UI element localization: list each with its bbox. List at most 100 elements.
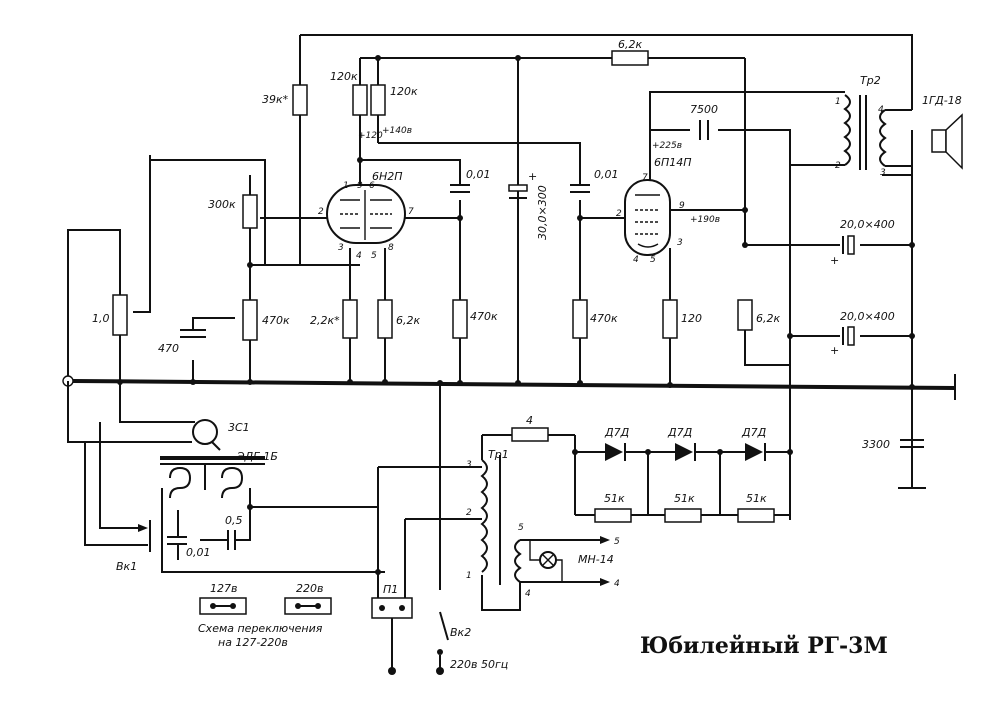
capacitor-470: [180, 329, 206, 338]
capacitor-7500: [699, 120, 709, 140]
capacitor-470-label: 470: [158, 342, 179, 355]
resistor-4-ohm-label: 4: [526, 414, 533, 427]
tr2-pin-4: 4: [878, 105, 884, 115]
resistor-6-2k-b-label: 6,2к: [756, 312, 780, 325]
tube-6n2p: [326, 184, 406, 244]
resistor-6-2k-b: [737, 299, 753, 331]
resistor-470k-b-label: 470к: [470, 310, 498, 323]
motor-section: [67, 381, 385, 573]
tube-6p14p-pin-4: 4: [633, 255, 639, 265]
capacitor-3300-label: 3300: [862, 438, 890, 451]
lamp-label: МН-14: [578, 553, 614, 566]
output-transformer: [843, 94, 912, 170]
svg-text:+: +: [830, 254, 839, 267]
resistor-6-2k-top-label: 6,2к: [618, 38, 642, 51]
rectifier: [574, 435, 790, 516]
resistor-6-2k-top: [611, 50, 649, 66]
tube-6n2p-pin-3: 3: [338, 243, 344, 253]
diode-c-icon: [745, 443, 763, 461]
tube-6n2p-label: 6Н2П: [372, 170, 403, 183]
tube-6n2p-pin-6: 6: [369, 181, 375, 191]
tube-6n2p-pin-9: 9: [357, 181, 363, 191]
potentiometer-470k: [242, 299, 258, 341]
resistor-120-label: 120: [681, 312, 702, 325]
top-wiring: [299, 34, 913, 520]
voltage-plus-190: +190в: [690, 215, 720, 225]
capacitor-20-400-a-label: 20,0×400: [840, 218, 895, 231]
resistor-39k: [292, 84, 308, 116]
diode-c-label: Д7Д: [741, 426, 767, 439]
tube-6p14p-pin-5: 5: [650, 255, 656, 265]
power-transformer: [377, 383, 610, 611]
resistor-6-2k-a: [377, 299, 393, 339]
motor-label: ЭДГ-1Б: [236, 450, 278, 463]
mains-supply-label: 220в 50гц: [450, 658, 508, 671]
svg-text:+: +: [528, 170, 537, 183]
speaker-icon: [931, 113, 963, 170]
resistor-120k-a: [352, 84, 368, 116]
resistor-51k-b: [664, 508, 702, 523]
option-220v-label: 220в: [296, 582, 323, 595]
resistor-120: [662, 299, 678, 339]
tr2-pin-2: 2: [835, 161, 841, 171]
resistor-300k-label: 300к: [208, 198, 236, 211]
speaker-label: 1ГД-18: [922, 94, 962, 107]
resistor-2-2k: [342, 299, 358, 339]
capacitor-30-300: +: [508, 170, 537, 199]
diode-a-label: Д7Д: [604, 426, 630, 439]
svg-text:+: +: [830, 344, 839, 357]
capacitor-20-400-b-label: 20,0×400: [840, 310, 895, 323]
tube-6n2p-pin-7: 7: [408, 207, 414, 217]
tube-6n2p-pin-8: 8: [388, 243, 394, 253]
tube-6n2p-pin-5: 5: [371, 251, 377, 261]
output-pin-4: 4: [614, 579, 620, 589]
voltage-plus-120: +120: [358, 131, 383, 141]
resistor-300k: [242, 194, 258, 229]
selector-caption-line-1: Схема переключения: [198, 622, 323, 635]
resistor-2-2k-label: 2,2к*: [310, 314, 340, 327]
output-transformer-label: Тр2: [860, 74, 881, 87]
capacitor-0-01-b: [570, 184, 590, 193]
capacitor-30-300-label: 30,0×300: [536, 185, 549, 240]
resistor-51k-a-label: 51к: [604, 492, 625, 505]
resistor-51k-c-label: 51к: [746, 492, 767, 505]
resistor-51k-a: [594, 508, 632, 523]
capacitor-3300: [898, 439, 926, 489]
potentiometer-1-0-label: 1,0: [92, 312, 110, 325]
selector-p1-label: П1: [383, 583, 398, 596]
capacitor-20-400-b: +: [830, 326, 855, 357]
tube-6p14p: [624, 179, 671, 256]
tube-6p14p-label: 6П14П: [654, 156, 692, 169]
input-section: [67, 155, 327, 382]
capacitor-0-01-c-label: 0,01: [186, 546, 211, 559]
motor-winding-label: 3С1: [228, 421, 250, 434]
motor-winding-icon: [192, 419, 218, 445]
switch-vk2-label: Вк2: [450, 626, 471, 639]
resistor-470k-b: [452, 299, 468, 339]
resistor-120k-b: [370, 84, 386, 116]
diode-a-icon: [605, 443, 623, 461]
diode-b-label: Д7Д: [667, 426, 693, 439]
selector-caption-line-2: на 127-220в: [218, 636, 288, 649]
tube-6n2p-pin-2: 2: [318, 207, 324, 217]
tr1-pin-4: 4: [525, 589, 531, 599]
selector-p1: [371, 597, 413, 619]
ground-bus: [62, 374, 956, 400]
tr2-pin-1: 1: [835, 97, 841, 107]
resistor-120k-a-label: 120к: [330, 70, 358, 83]
potentiometer-470k-label: 470к: [262, 314, 290, 327]
mains-selector: [199, 597, 449, 675]
tube-6n2p-pin-1: 1: [343, 181, 349, 191]
tube-6p14p-pin-7: 7: [642, 173, 648, 183]
voltage-plus-225: +225в: [652, 141, 682, 151]
switch-vk2-icon: [439, 611, 449, 641]
tube-6p14p-pin-9: 9: [679, 201, 685, 211]
resistor-120k-b-label: 120к: [390, 85, 418, 98]
voltage-plus-140: +140в: [382, 126, 412, 136]
capacitor-0-5: [227, 530, 236, 550]
resistor-39k-label: 39к*: [262, 93, 289, 106]
capacitor-0-01-c: [167, 536, 187, 545]
resistor-470k-c-label: 470к: [590, 312, 618, 325]
capacitor-0-5-label: 0,5: [225, 514, 243, 527]
